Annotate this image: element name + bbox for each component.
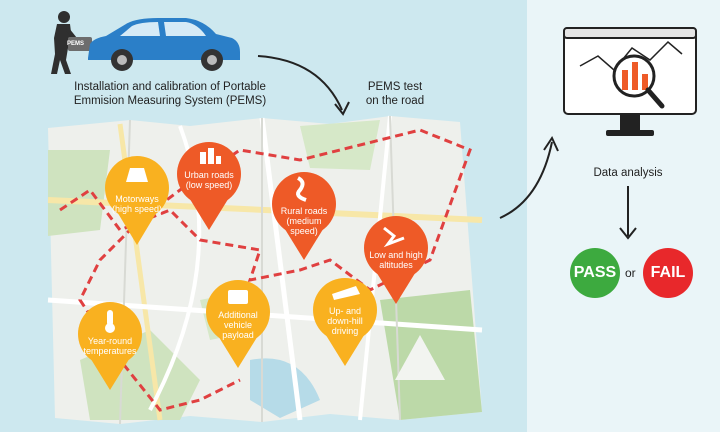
- or-text: or: [625, 266, 636, 280]
- pin-temperatures-line1: Year-round: [87, 336, 133, 346]
- monitor-stand: [620, 114, 640, 130]
- pin-uphill-label: Up- and down-hill driving: [315, 306, 375, 340]
- pin-payload-line3: payload: [222, 330, 254, 340]
- pin-payload-line1: Additional: [218, 310, 258, 320]
- pin-uphill-line1: Up- and: [328, 306, 362, 316]
- weight-icon: [228, 290, 248, 304]
- bar-chart-icon: [622, 70, 628, 90]
- line-graph-icon: [579, 40, 683, 72]
- pin-uphill: [313, 278, 377, 366]
- pin-payload-line2: vehicle: [223, 320, 252, 330]
- motorway-icon: [126, 168, 148, 182]
- car-illustration: [51, 11, 240, 74]
- pems-label: PEMS: [67, 41, 85, 47]
- pin-rural: [272, 172, 336, 260]
- pin-urban-label: Urban roads (low speed): [177, 170, 241, 200]
- arrow-to-analysis-head: [543, 135, 559, 152]
- pin-urban: [177, 142, 241, 230]
- technician-icon: [51, 11, 78, 74]
- pass-badge: PASS: [570, 248, 620, 298]
- mountain-road-icon: [383, 226, 405, 248]
- car-icon: [88, 18, 240, 71]
- pin-payload: [206, 280, 270, 368]
- uphill-car-icon: [332, 286, 360, 300]
- monitor-screen: [563, 27, 697, 115]
- pin-urban-line2: (low speed): [185, 180, 233, 190]
- pin-altitudes: [364, 216, 428, 304]
- pin-temperatures-line2: temperatures: [83, 346, 137, 356]
- pin-rural-line1: Rural roads: [280, 206, 328, 216]
- pin-payload-label: Additional vehicle payload: [208, 310, 268, 344]
- pin-temperatures: [78, 302, 142, 390]
- thermometer-icon: [107, 310, 113, 326]
- arrow-to-test-head: [334, 101, 350, 116]
- pin-motorways-line1: Motorways: [115, 194, 159, 204]
- pin-uphill-line2: down-hill: [327, 316, 363, 326]
- arrow-to-result-head: [619, 227, 637, 240]
- pin-rural-line3: speed): [290, 226, 318, 236]
- magnifier-icon: [612, 54, 656, 98]
- pin-uphill-line3: driving: [331, 326, 359, 336]
- test-route: [59, 128, 472, 412]
- pin-temperatures-label: Year-round temperatures: [78, 336, 142, 366]
- pin-motorways-line2: (high speed): [111, 204, 163, 214]
- pin-rural-label: Rural roads (medium speed): [274, 206, 334, 240]
- pin-urban-line1: Urban roads: [184, 170, 234, 180]
- pin-rural-line2: (medium: [286, 216, 322, 226]
- pin-altitudes-line2: altitudes: [379, 260, 413, 270]
- pems-test-line2: on the road: [365, 95, 425, 107]
- pems-test-caption: PEMS test on the road: [340, 80, 450, 108]
- pin-motorways-label: Motorways (high speed): [107, 194, 167, 224]
- fail-badge: FAIL: [643, 248, 693, 298]
- pems-device: [68, 37, 92, 51]
- arrow-to-test: [257, 55, 343, 111]
- city-icon: [200, 152, 206, 164]
- installation-caption: Installation and calibration of Portable…: [73, 81, 267, 107]
- pin-motorways: [105, 156, 169, 245]
- monitor-illustration: [563, 27, 697, 136]
- pin-altitudes-label: Low and high altitudes: [364, 250, 428, 280]
- pems-test-line1: PEMS test: [367, 81, 423, 93]
- arrow-to-analysis: [499, 141, 553, 219]
- analysis-caption: Data analysis: [593, 167, 663, 179]
- winding-road-icon: [296, 176, 307, 202]
- pin-altitudes-line1: Low and high: [369, 250, 423, 260]
